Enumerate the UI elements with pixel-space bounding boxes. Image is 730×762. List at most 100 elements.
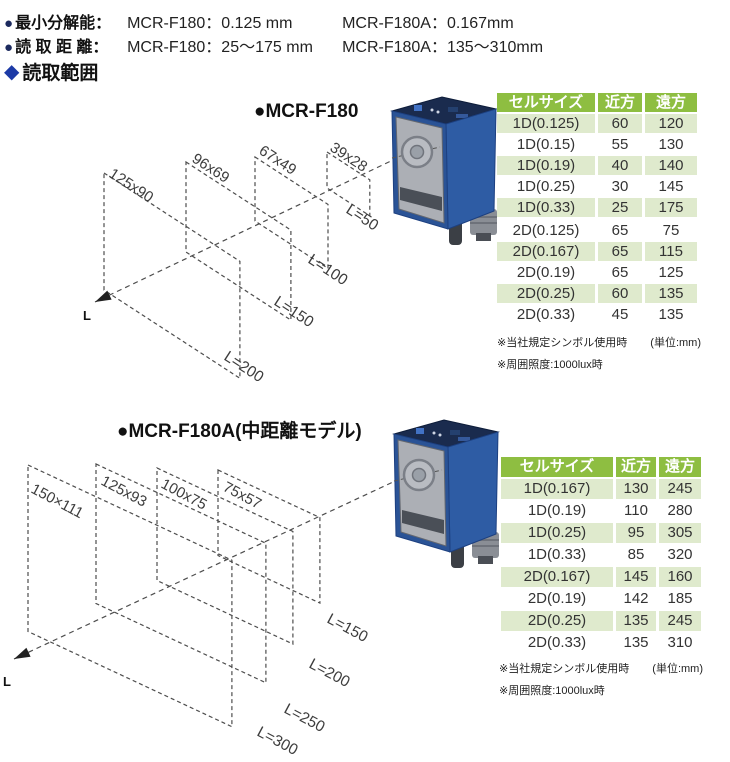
spec-value-f180a: MCR-F180A：0.167mm xyxy=(342,15,514,32)
reading-area-rect-100x75 xyxy=(156,467,294,645)
column-header: セルサイズ xyxy=(497,93,595,112)
near-distance-value: 110 xyxy=(616,501,656,521)
bullet-icon: ● xyxy=(4,39,14,56)
spec-line-reading-distance: ● 読 取 距 離： MCR-F180：25〜175 mm MCR-F180A：… xyxy=(4,33,543,57)
section-heading: ◆ 読取範囲 xyxy=(4,58,98,85)
cell-size-value: 2D(0.19) xyxy=(497,263,595,282)
near-distance-value: 135 xyxy=(616,633,656,653)
far-distance-value: 280 xyxy=(659,501,701,521)
far-distance-value: 130 xyxy=(645,135,697,154)
spec-value-f180: MCR-F180：25〜175 mm xyxy=(127,39,313,56)
spec-value-f180: MCR-F180：0.125 mm xyxy=(127,15,293,32)
spec-label: 最小分解能： xyxy=(15,15,112,32)
cell-size-value: 2D(0.167) xyxy=(501,567,613,587)
far-distance-value: 125 xyxy=(645,263,697,282)
field-size-label: 125x90 xyxy=(106,165,157,206)
distance-label: L=200 xyxy=(306,656,353,692)
optical-axis-line xyxy=(94,149,415,303)
axis-label: L xyxy=(3,674,11,689)
note-symbol-condition: ※当社規定シンボル使用時 xyxy=(497,337,628,349)
unit-label: (単位:mm) xyxy=(650,337,701,349)
column-header: 近方 xyxy=(616,457,656,477)
cell-size-value: 1D(0.25) xyxy=(501,523,613,543)
column-header: 近方 xyxy=(598,93,642,112)
far-distance-value: 245 xyxy=(659,479,701,499)
far-distance-value: 185 xyxy=(659,589,701,609)
near-distance-value: 135 xyxy=(616,611,656,631)
far-distance-value: 160 xyxy=(659,567,701,587)
distance-label: L=150 xyxy=(324,611,371,647)
spec-line-resolution: ● 最小分解能： MCR-F180：0.125 mm MCR-F180A：0.1… xyxy=(4,9,514,33)
reading-area-rect-67x49 xyxy=(254,155,329,270)
distance-label: L=50 xyxy=(343,201,382,234)
column-header: 遠方 xyxy=(645,93,697,112)
near-distance-value: 65 xyxy=(598,242,642,261)
distance-label: L=150 xyxy=(271,293,317,331)
field-size-label: 125x93 xyxy=(98,473,149,511)
near-distance-value: 65 xyxy=(598,221,642,240)
cell-size-value: 2D(0.25) xyxy=(501,611,613,631)
near-distance-value: 145 xyxy=(616,567,656,587)
far-distance-value: 305 xyxy=(659,523,701,543)
near-distance-value: 85 xyxy=(616,545,656,565)
optical-axis-line xyxy=(13,474,409,660)
cell-size-value: 2D(0.33) xyxy=(501,633,613,653)
field-size-label: 39x28 xyxy=(327,139,371,176)
distance-label: L=200 xyxy=(221,348,267,386)
cell-size-value: 2D(0.25) xyxy=(497,284,595,303)
diagram-title-mcr-f180a: ●MCR-F180A(中距離モデル) xyxy=(117,421,362,442)
near-distance-value: 95 xyxy=(616,523,656,543)
far-distance-value: 115 xyxy=(645,242,697,261)
table-header-row: セルサイズ近方遠方 xyxy=(501,457,701,477)
near-distance-value: 25 xyxy=(598,198,642,217)
cell-size-value: 1D(0.167) xyxy=(501,479,613,499)
far-distance-value: 135 xyxy=(645,305,697,324)
far-distance-value: 75 xyxy=(645,221,697,240)
diamond-icon: ◆ xyxy=(4,61,20,83)
reading-area-rect-150x111 xyxy=(27,464,233,728)
near-distance-value: 142 xyxy=(616,589,656,609)
near-distance-value: 60 xyxy=(598,114,642,133)
section-title: 読取範囲 xyxy=(22,63,99,84)
note-symbol-condition: ※当社規定シンボル使用時 xyxy=(499,663,630,675)
far-distance-value: 320 xyxy=(659,545,701,565)
far-distance-value: 120 xyxy=(645,114,697,133)
diagram-mcr-f180a: L 150×111 125x93 100x75 75x57 L=150 L=20… xyxy=(3,418,501,760)
near-distance-value: 130 xyxy=(616,479,656,499)
cell-size-value: 2D(0.167) xyxy=(497,242,595,261)
cell-size-value: 1D(0.19) xyxy=(497,156,595,175)
near-distance-value: 45 xyxy=(598,305,642,324)
reading-area-rect-125x90 xyxy=(103,171,241,380)
reading-area-rect-39x28 xyxy=(326,150,371,217)
column-header: 遠方 xyxy=(659,457,701,477)
table-notes: ※当社規定シンボル使用時 (単位:mm) ※周囲照度:1000lux時 xyxy=(497,334,701,372)
distance-label: L=300 xyxy=(254,724,301,760)
axis-arrowhead-icon xyxy=(95,290,112,302)
far-distance-value: 135 xyxy=(645,284,697,303)
field-size-label: 100x75 xyxy=(158,476,209,514)
cell-size-value: 1D(0.125) xyxy=(497,114,595,133)
spec-value-f180a: MCR-F180A：135〜310mm xyxy=(342,39,544,56)
table-notes: ※当社規定シンボル使用時 (単位:mm) ※周囲照度:1000lux時 xyxy=(499,660,703,698)
field-size-label: 96x69 xyxy=(189,150,233,187)
reading-area-rect-125x93 xyxy=(95,463,267,684)
far-distance-value: 175 xyxy=(645,198,697,217)
distance-label: L=100 xyxy=(305,251,351,289)
